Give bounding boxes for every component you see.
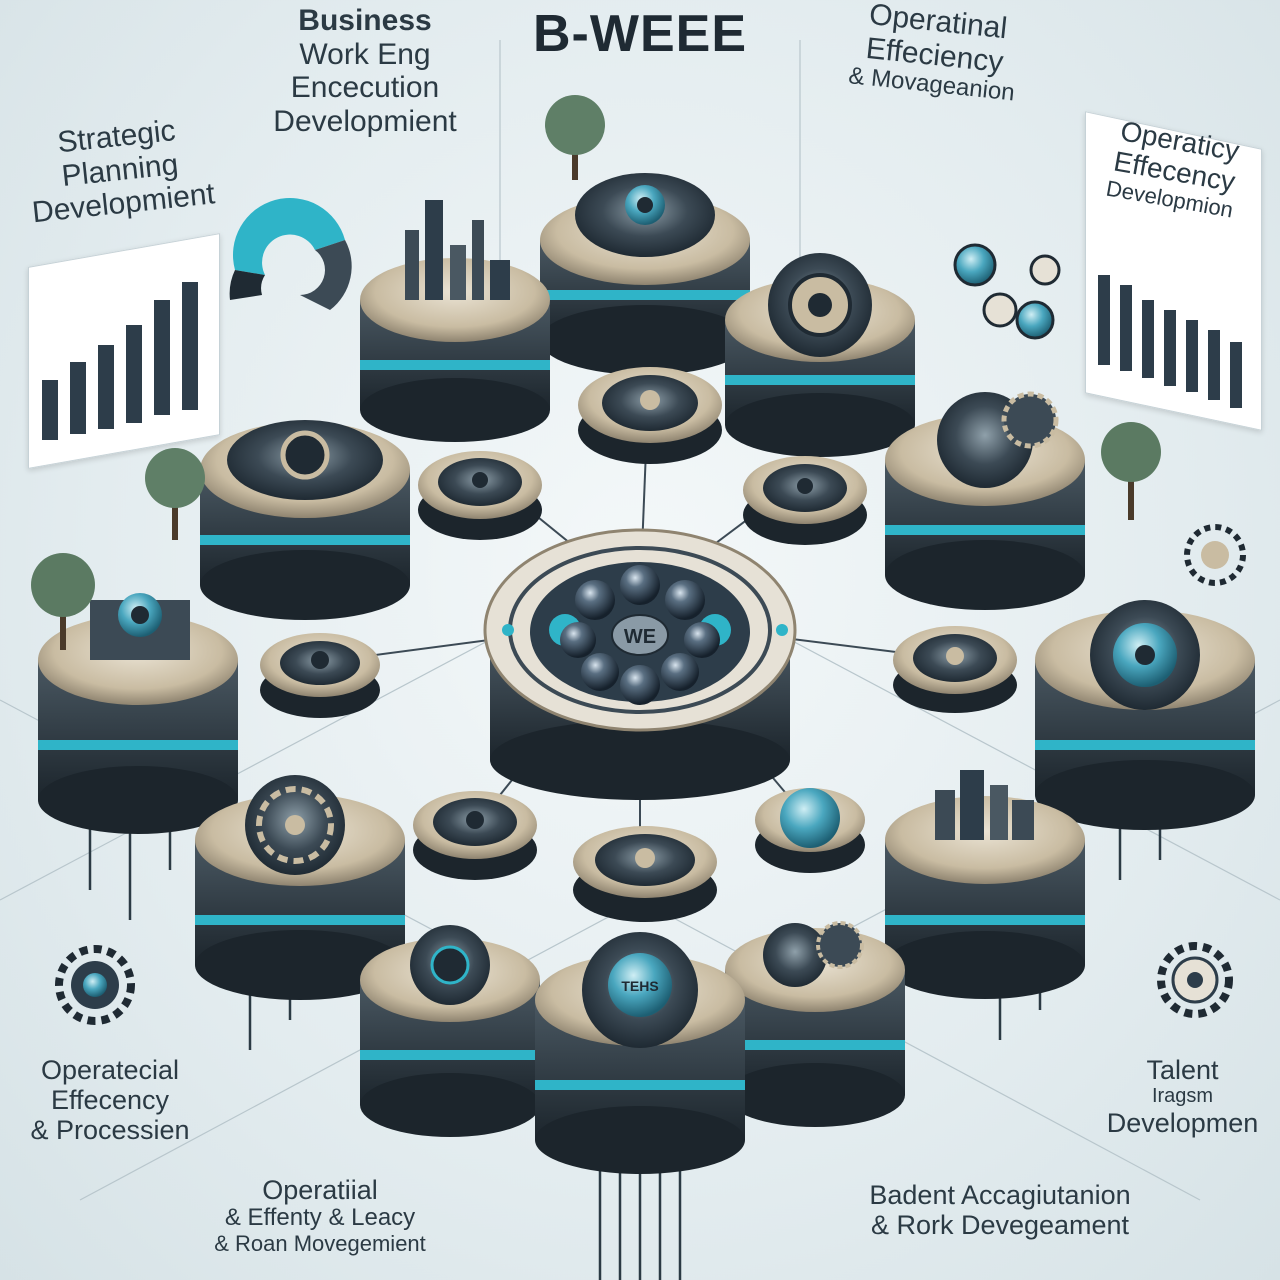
tree-icon bbox=[31, 553, 95, 650]
hub-label: WE bbox=[624, 626, 656, 648]
label-bottom-left-mid: Operatecial Effecency & Processien bbox=[30, 1055, 190, 1146]
platform-top-right bbox=[725, 253, 915, 457]
gear-icon bbox=[55, 945, 135, 1025]
inner-disc-top bbox=[578, 367, 722, 464]
inner-disc-east bbox=[893, 626, 1017, 713]
donut-chart-icon bbox=[229, 197, 352, 310]
inner-disc-south bbox=[573, 826, 717, 922]
label-bottom-left: Operatiial & Effenty & Leacy & Roan Move… bbox=[214, 1175, 426, 1257]
lens-icon bbox=[953, 243, 1061, 340]
inner-disc-right bbox=[743, 456, 867, 545]
inner-disc-southwest bbox=[413, 791, 537, 880]
label-right-mid: Talent Iragsm Developmen bbox=[1106, 1055, 1259, 1138]
platform-bottom-left bbox=[360, 925, 540, 1137]
platform-top-left bbox=[360, 200, 550, 442]
platform-left-upper bbox=[200, 420, 410, 620]
label-top-left: Business Work Eng Encecution Developmien… bbox=[273, 4, 457, 138]
label-bottom-right: Badent Accagiutanion & Rork Devegeament bbox=[869, 1180, 1131, 1241]
inner-disc-left bbox=[418, 451, 542, 540]
gear-icon bbox=[1184, 524, 1246, 586]
inner-disc-southeast bbox=[755, 788, 865, 873]
platform-far-left bbox=[38, 593, 238, 834]
tree-icon bbox=[1101, 422, 1161, 520]
platform-bottom-right bbox=[725, 921, 905, 1127]
platform-far-right bbox=[1035, 600, 1255, 830]
right-bar-chart bbox=[1098, 275, 1242, 408]
diagram-title: B-WEEE bbox=[533, 5, 747, 63]
platform-top-center bbox=[540, 173, 750, 375]
platform-lower-right bbox=[885, 770, 1085, 999]
tree-icon bbox=[545, 95, 605, 180]
inner-disc-west bbox=[260, 633, 380, 718]
central-hub bbox=[483, 528, 797, 800]
label-left: Strategic Planning Developmient bbox=[30, 114, 217, 230]
gear-icon bbox=[1157, 942, 1233, 1018]
platform-right-upper bbox=[885, 391, 1085, 610]
platform-lower-left bbox=[195, 775, 405, 1000]
tree-icon bbox=[145, 448, 205, 540]
platform-bottom-center bbox=[535, 932, 745, 1174]
bottom-hub-label: TEHS bbox=[621, 978, 658, 994]
left-bar-chart bbox=[42, 282, 198, 440]
